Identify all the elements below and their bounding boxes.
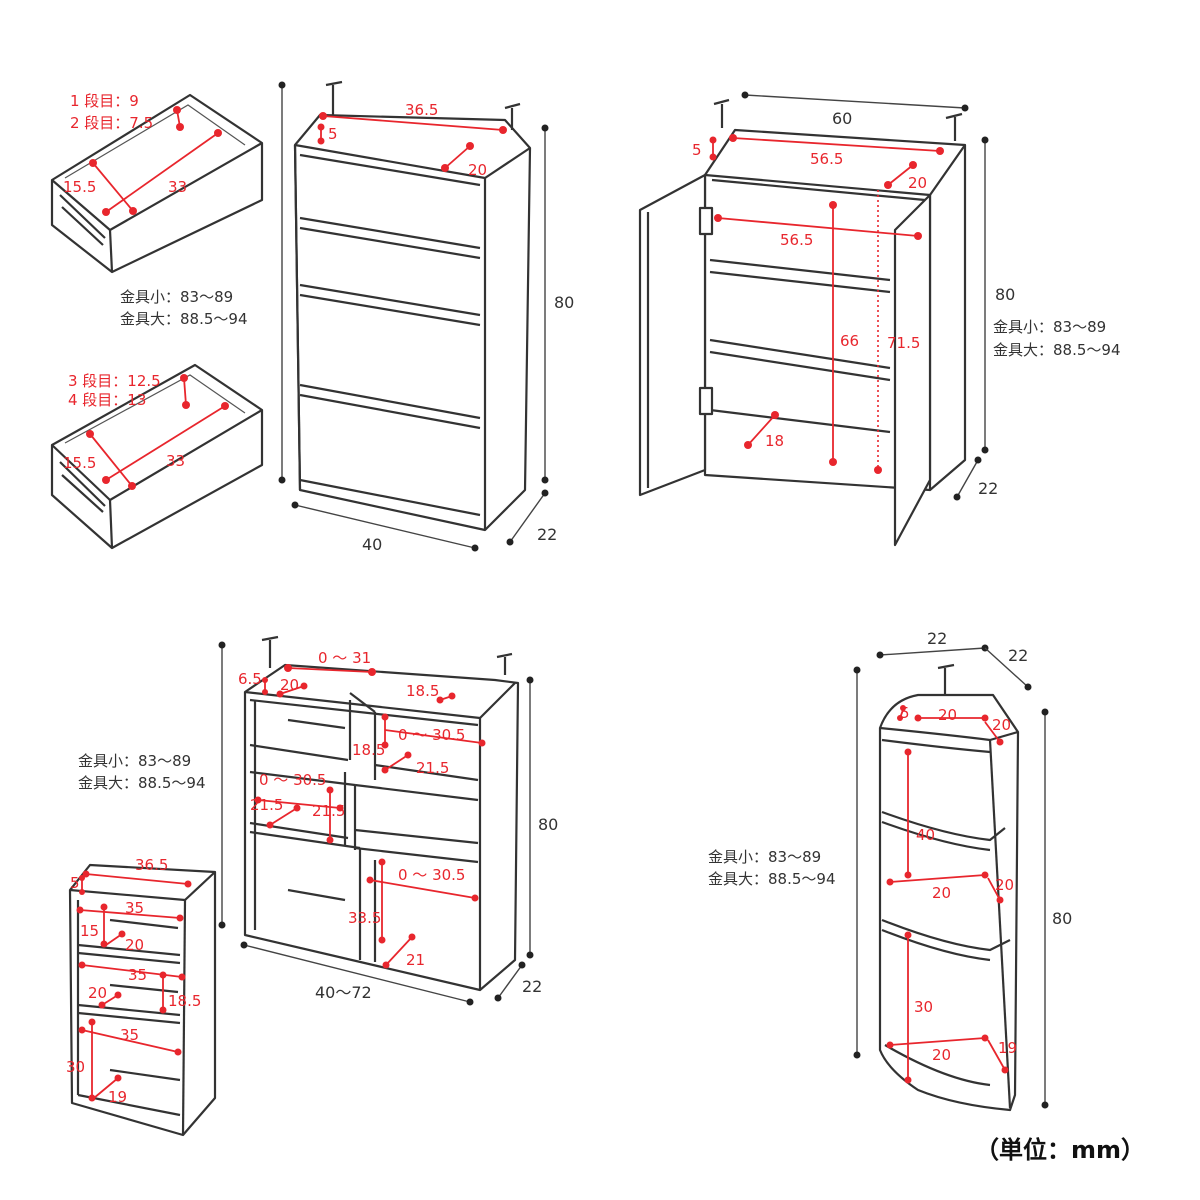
small-label-a: 36.5 [135,856,168,874]
small-label-i: 35 [120,1026,139,1044]
corner-height-inner: 40 [916,826,935,844]
expand-label-k: 0 ～ 30.5 [398,866,465,884]
small-label-k: 19 [108,1088,127,1106]
corner-inner-w: 20 [938,706,957,724]
expand-label-j: 21.5 [312,802,345,820]
cabinet-top-depth: 20 [908,174,927,192]
small-shelf-illustration [68,863,217,1137]
cabinet-top-width: 56.5 [810,150,843,168]
expand-label-e: 18.5 [352,741,385,759]
chest-width: 40 [362,535,382,554]
drawer-row2-label: 2 段目：7.5 [70,114,153,132]
drawer-row4-label: 4 段目：13 [68,391,146,409]
corner-bottom-d: 19 [998,1039,1017,1057]
chest-height: 80 [554,293,574,312]
cabinet-outer-width: 60 [832,109,852,128]
cabinet-shelf-depth: 18 [765,432,784,450]
small-label-g: 20 [88,984,107,1002]
expand-label-i: 21.5 [250,796,283,814]
corner-inner-d: 20 [992,716,1011,734]
expand-label-h: 0 ～ 30.5 [259,771,326,789]
small-label-j: 30 [66,1058,85,1076]
small-label-b: 5 [70,874,80,892]
drawer-bottom-illustration [50,363,264,550]
expand-label-c: 0 ～ 31 [318,649,371,667]
expand-label-f: 0 ～ 30.5 [398,726,465,744]
chest-top-front: 5 [328,125,338,143]
expand-bracket-small: 金具小：83～89 [78,752,191,770]
cabinet-bracket-large: 金具大：88.5～94 [993,341,1121,359]
cabinet-top-front: 5 [692,141,702,159]
expand-width: 40～72 [315,983,372,1002]
unit-label: （単位：mm） [975,1136,1145,1164]
chest-depth: 22 [537,525,557,544]
drawer-top-illustration [50,93,264,274]
corner-top-width: 22 [927,629,947,648]
cabinet-inner-height: 66 [840,332,859,350]
small-label-f: 35 [128,966,147,984]
chest-top-width: 36.5 [405,101,438,119]
expand-height: 80 [538,815,558,834]
cabinet-door-height: 71.5 [887,334,920,352]
chest-top-depth: 20 [468,161,487,179]
expand-label-a: 6.5 [238,670,262,688]
small-label-d: 15 [80,922,99,940]
corner-shelf-illustration [853,644,1049,1112]
corner-shelf-d: 20 [995,876,1014,894]
drawer-row1-label: 1 段目：9 [70,92,139,110]
corner-bottom-w: 20 [932,1046,951,1064]
corner-front: 5 [900,704,910,722]
expandable-shelf-illustration [218,635,534,1006]
chest-bracket-small: 金具小：83～89 [120,288,233,306]
expand-label-l: 33.5 [348,909,381,927]
cabinet-inner-width: 56.5 [780,231,813,249]
cabinet-illustration [638,91,989,547]
corner-top-depth: 22 [1008,646,1028,665]
cabinet-bracket-small: 金具小：83～89 [993,318,1106,336]
corner-height: 80 [1052,909,1072,928]
cabinet-depth: 22 [978,479,998,498]
cabinet-height: 80 [995,285,1015,304]
expand-depth: 22 [522,977,542,996]
expand-label-b: 20 [280,676,299,694]
chest-bracket-large: 金具大：88.5～94 [120,310,248,328]
chest-illustration [278,80,549,552]
expand-bracket-large: 金具大：88.5～94 [78,774,206,792]
drawer-bottom-depth: 15.5 [63,454,96,472]
drawer-top-width: 33 [168,178,187,196]
drawer-row3-label: 3 段目：12.5 [68,372,161,390]
small-label-e: 20 [125,936,144,954]
small-label-h: 18.5 [168,992,201,1010]
expand-label-d: 18.5 [406,682,439,700]
corner-bracket-large: 金具大：88.5～94 [708,870,836,888]
drawer-bottom-width: 33 [166,452,185,470]
corner-low-h: 30 [914,998,933,1016]
expand-label-g: 21.5 [416,759,449,777]
drawer-top-depth: 15.5 [63,178,96,196]
small-label-c: 35 [125,899,144,917]
expand-label-m: 21 [406,951,425,969]
corner-shelf-w: 20 [932,884,951,902]
corner-bracket-small: 金具小：83～89 [708,848,821,866]
